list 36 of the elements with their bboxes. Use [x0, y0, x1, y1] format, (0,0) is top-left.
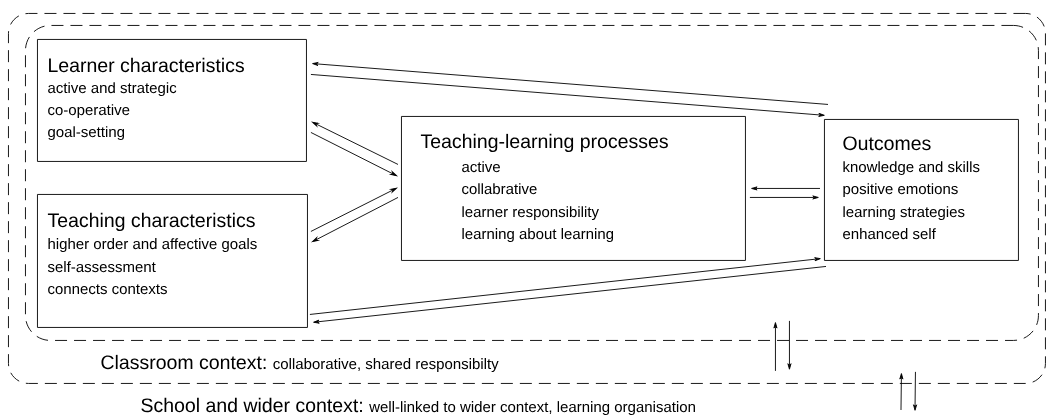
- region-description: well-linked to wider context, learning organisation: [369, 401, 695, 416]
- list-item: enhanced self: [843, 228, 936, 240]
- arrow: [309, 257, 821, 315]
- list-item: goal-setting: [48, 126, 125, 141]
- arrow: [899, 373, 904, 411]
- box-heading: Learner characteristics: [49, 57, 244, 73]
- arrow: [310, 187, 397, 232]
- list-item: active: [462, 161, 500, 173]
- list-item: co-operative: [48, 104, 130, 119]
- box-heading: Outcomes: [843, 136, 931, 151]
- list-item: learner responsibility: [462, 206, 599, 221]
- list-item: positive emotions: [843, 183, 958, 198]
- list-item: knowledge and skills: [843, 161, 980, 176]
- list-item: collabrative: [462, 183, 537, 195]
- arrow: [311, 197, 399, 243]
- arrow: [913, 371, 918, 411]
- arrow: [749, 195, 819, 200]
- arrow: [773, 322, 778, 372]
- arrow: [751, 186, 821, 191]
- arrow: [310, 74, 825, 117]
- arrow: [311, 121, 399, 165]
- box-heading: Teaching-learning processes: [420, 133, 668, 153]
- list-item: learning about learning: [462, 228, 614, 243]
- list-item: higher order and affective goals: [48, 238, 257, 253]
- list-item: active and strategic: [48, 82, 177, 97]
- arrow: [787, 320, 792, 370]
- box-heading: Teaching characteristics: [47, 212, 255, 232]
- list-item: learning strategies: [843, 206, 965, 221]
- region-heading: Classroom context:: [101, 354, 266, 370]
- arrow: [313, 266, 827, 324]
- region-description: collaborative, shared responsibilty: [273, 358, 499, 373]
- list-item: connects contexts: [48, 284, 167, 295]
- arrow: [312, 62, 829, 105]
- arrow: [310, 132, 397, 177]
- list-item: self-assessment: [47, 261, 156, 273]
- region-heading: School and wider context:: [141, 397, 362, 413]
